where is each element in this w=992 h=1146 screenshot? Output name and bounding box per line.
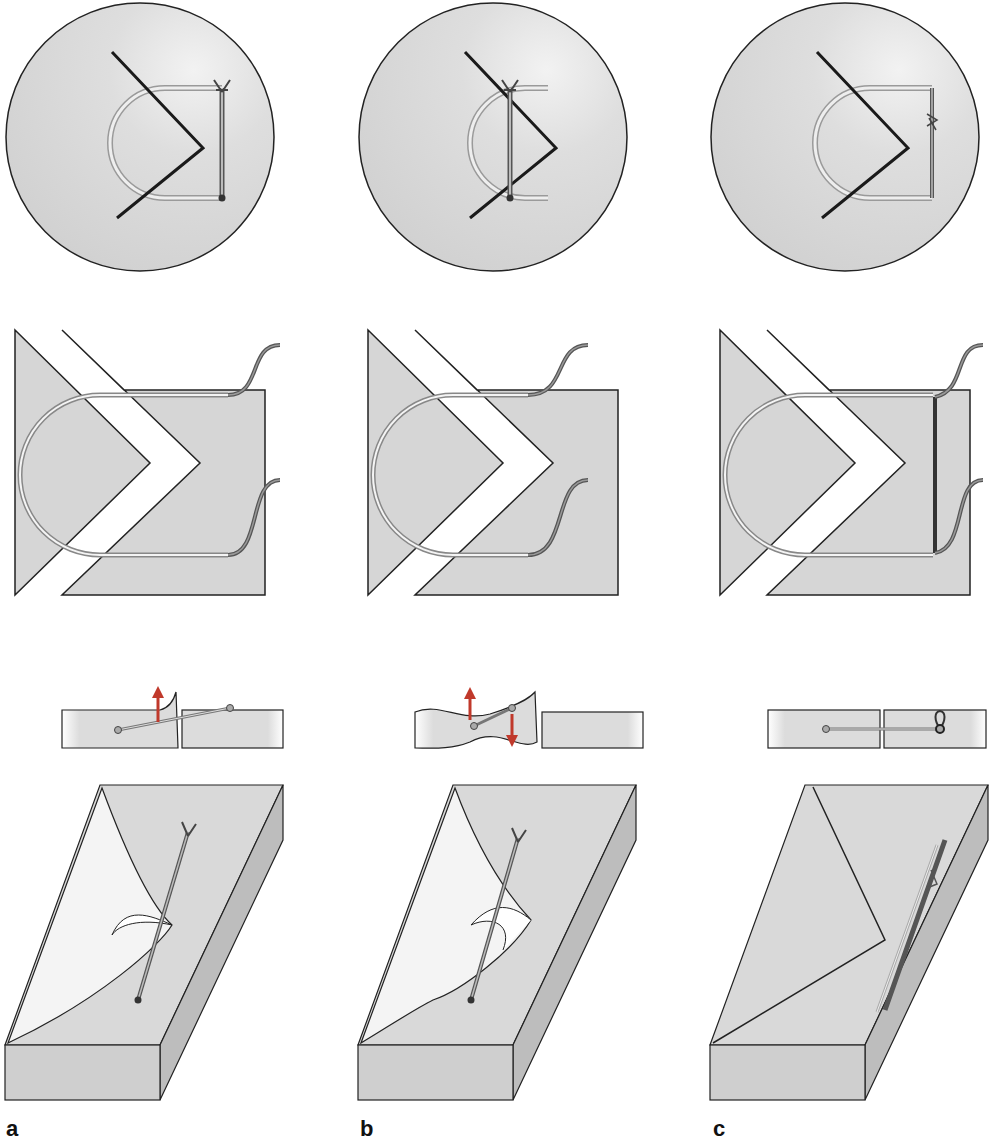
globe-view-c <box>711 3 979 271</box>
globe-view-b <box>359 3 627 271</box>
panel-letter: c <box>713 1118 725 1140</box>
cross-section-c <box>768 710 986 748</box>
cross-section-a <box>62 692 283 748</box>
tissue-block-c <box>710 785 988 1100</box>
cross-section-b <box>415 692 643 748</box>
suture-scheme-c <box>720 330 983 595</box>
globe-view-a <box>6 3 274 271</box>
suture-scheme-a <box>15 330 280 595</box>
tissue-block-a <box>5 785 283 1100</box>
suture-scheme-b <box>368 330 618 595</box>
panel-letter: a <box>6 1118 18 1140</box>
panel-letter: b <box>360 1118 373 1140</box>
tissue-block-b <box>358 785 636 1100</box>
